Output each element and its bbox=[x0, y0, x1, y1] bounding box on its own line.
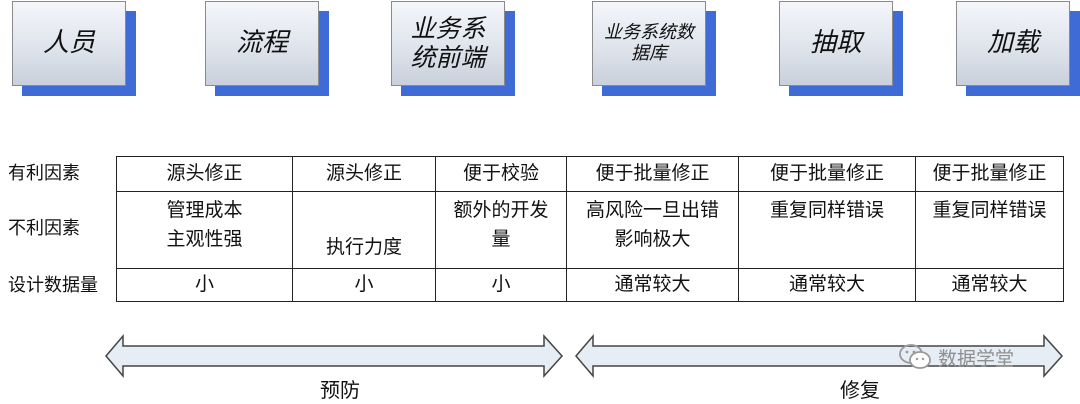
table-cell: 执行力度 bbox=[292, 191, 436, 269]
box-frontend: 业务系 统前端 bbox=[391, 1, 515, 96]
box-label: 人员 bbox=[42, 27, 95, 58]
box-label: 加载 bbox=[986, 27, 1039, 58]
watermark-text: 数据学堂 bbox=[938, 347, 1015, 370]
table-row-advantage: 源头修正 源头修正 便于校验 便于批量修正 便于批量修正 便于批量修正 bbox=[116, 156, 1064, 192]
box-database: 业务系统数 据库 bbox=[592, 1, 716, 96]
row-label-advantage: 有利因素 bbox=[8, 163, 80, 184]
table-cell: 通常较大 bbox=[738, 268, 916, 302]
box-label: 流程 bbox=[235, 27, 288, 58]
table-cell: 管理成本 主观性强 bbox=[116, 191, 293, 269]
table-row-disadvantage: 管理成本 主观性强 执行力度 额外的开发 量 高风险一旦出错 影响极大 重复同样… bbox=[116, 191, 1064, 269]
comparison-table: 源头修正 源头修正 便于校验 便于批量修正 便于批量修正 便于批量修正 管理成本… bbox=[116, 156, 1064, 302]
wechat-icon bbox=[899, 344, 931, 369]
box-label: 业务系 统前端 bbox=[410, 13, 486, 72]
row-label-data-volume: 设计数据量 bbox=[8, 275, 98, 296]
row-label-disadvantage: 不利因素 bbox=[8, 218, 80, 239]
repair-arrow bbox=[575, 333, 1064, 379]
table-cell: 高风险一旦出错 影响极大 bbox=[566, 191, 739, 269]
table-cell: 便于批量修正 bbox=[566, 156, 739, 192]
table-cell: 通常较大 bbox=[915, 268, 1064, 302]
table-cell: 便于批量修正 bbox=[915, 156, 1064, 192]
table-row-data-volume: 小 小 小 通常较大 通常较大 通常较大 bbox=[116, 268, 1064, 302]
box-label: 业务系统数 据库 bbox=[604, 21, 694, 64]
box-extract: 抽取 bbox=[779, 1, 903, 96]
repair-label: 修复 bbox=[840, 378, 880, 402]
box-process: 流程 bbox=[205, 1, 329, 96]
box-label: 抽取 bbox=[809, 27, 862, 58]
table-cell: 额外的开发 量 bbox=[435, 191, 567, 269]
prevention-label: 预防 bbox=[320, 378, 360, 402]
table-cell: 小 bbox=[435, 268, 567, 302]
watermark: 数据学堂 bbox=[898, 340, 1058, 374]
box-personnel: 人员 bbox=[12, 1, 136, 96]
table-cell: 便于校验 bbox=[435, 156, 567, 192]
table-cell: 通常较大 bbox=[566, 268, 739, 302]
prevention-arrow bbox=[105, 333, 564, 379]
table-cell: 源头修正 bbox=[292, 156, 436, 192]
table-cell: 重复同样错误 bbox=[738, 191, 916, 269]
table-cell: 小 bbox=[292, 268, 436, 302]
box-load: 加载 bbox=[956, 1, 1080, 96]
